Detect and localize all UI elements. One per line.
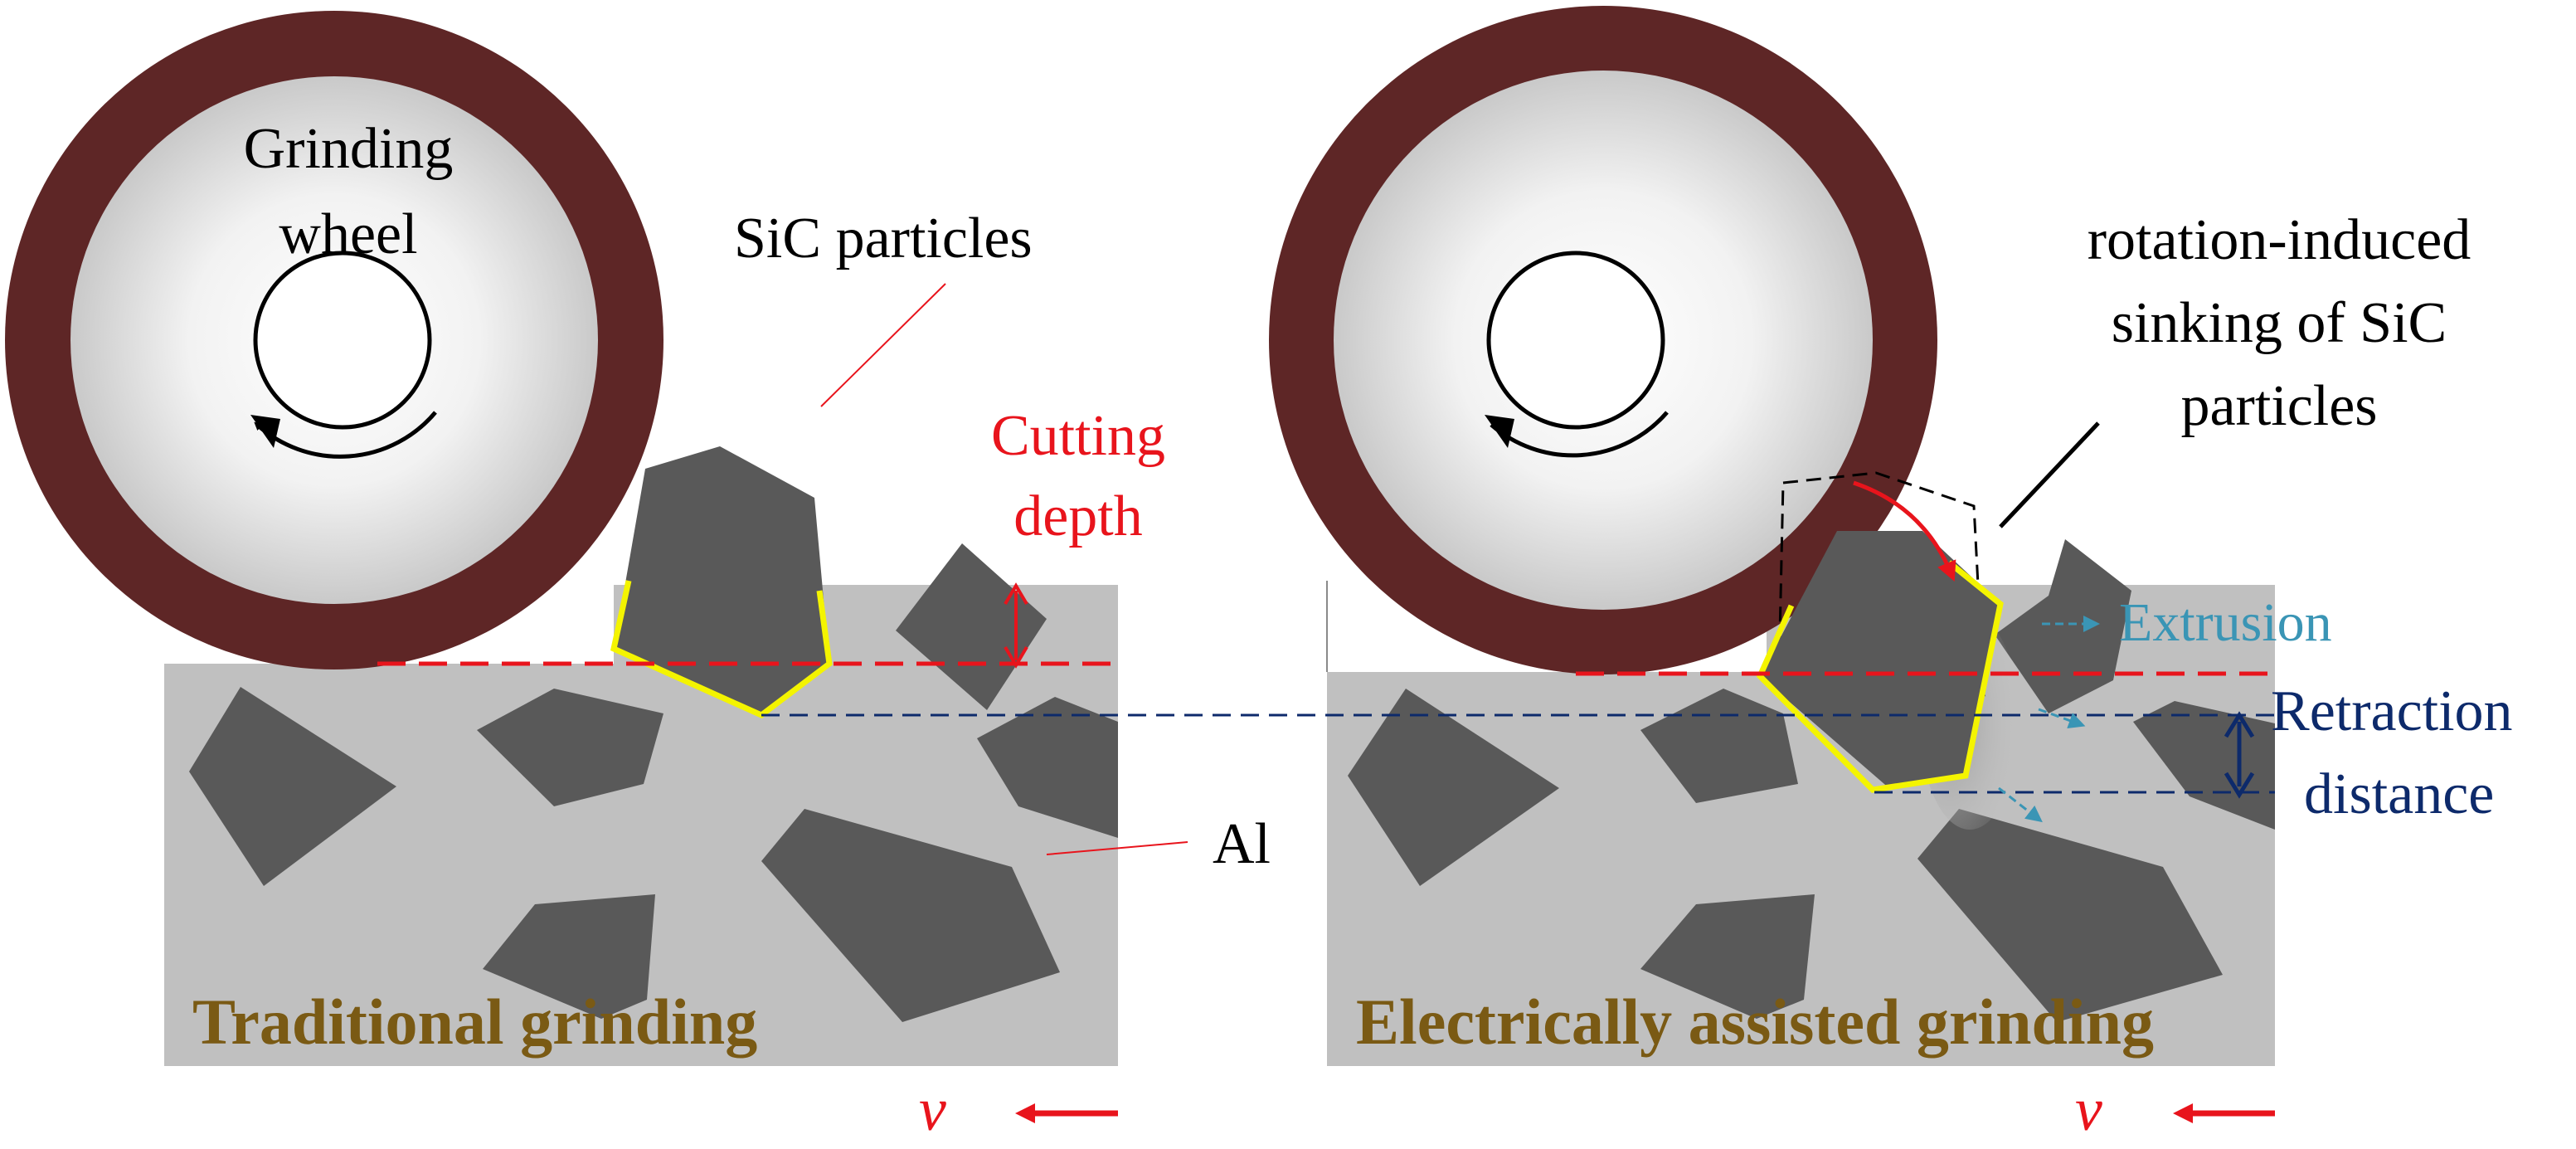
extrusion-arrow <box>2038 708 2086 729</box>
retraction-arrowhead-top <box>2224 711 2255 738</box>
sic-particle <box>1640 894 1815 1019</box>
rotation-arrowhead-right <box>1485 415 1514 448</box>
sinking-label-line2: sinking of SiC <box>2112 291 2447 355</box>
left-sic-particles <box>189 543 1118 1022</box>
right-wheel-hub <box>1486 251 1665 430</box>
sic-particle <box>1348 689 1559 886</box>
sic-particle <box>1995 539 2131 713</box>
left-cut-sic-particle <box>614 446 829 715</box>
retraction-label-line1: Retraction <box>2271 679 2513 743</box>
sinking-leader-line <box>1999 421 2100 528</box>
cutting-depth-label-line2: depth <box>1013 484 1143 548</box>
sic-particle <box>1917 809 2223 1022</box>
sic-particle <box>483 894 655 1019</box>
right-panel-title: Electrically assisted grinding <box>1356 986 2154 1058</box>
rotation-arrowhead-left <box>250 415 280 448</box>
retraction-label-line2: distance <box>2304 762 2494 826</box>
sinking-rotation-arrow <box>1853 480 1956 582</box>
left-velocity-symbol: v <box>919 1076 946 1144</box>
retraction-arrowhead-bottom <box>2224 772 2255 799</box>
counterclockwise-arrow-icon <box>254 411 437 459</box>
left-panel-title: Traditional grinding <box>192 986 757 1058</box>
left-panel: Grinding wheel SiC particles Cutting dep… <box>5 11 1271 1144</box>
extrusion-arrow <box>1998 786 2043 823</box>
right-particle-contact-outline <box>1756 560 2004 793</box>
sic-particle <box>761 809 1060 1022</box>
sunk-sic-particle <box>1760 531 2000 790</box>
cutting-depth-arrowhead-top <box>1004 582 1028 606</box>
sic-leader-line <box>820 283 946 407</box>
left-grinding-wheel <box>5 11 663 669</box>
sic-particles-label: SiC particles <box>734 207 1033 270</box>
cutting-depth-arrowhead-bottom <box>1004 645 1028 669</box>
right-velocity-symbol: v <box>2075 1076 2102 1144</box>
sic-particle <box>189 687 396 886</box>
counterclockwise-arrow-icon <box>1490 411 1669 458</box>
grinding-wheel-label-line2: wheel <box>279 202 417 266</box>
al-label: Al <box>1213 812 1271 876</box>
sic-particle <box>477 689 663 806</box>
right-grinding-wheel <box>1269 6 1937 674</box>
sic-particle <box>896 543 1047 710</box>
sinking-label-line3: particles <box>2180 374 2377 438</box>
sic-particle <box>977 697 1118 838</box>
grinding-wheel-label-line1: Grinding <box>244 117 454 181</box>
left-wheel-hub <box>253 251 432 430</box>
extrusion-label: Extrusion <box>2119 592 2332 653</box>
cutting-depth-label-line1: Cutting <box>991 404 1165 468</box>
al-leader-line <box>1046 841 1188 855</box>
sic-particle <box>1640 689 1798 803</box>
right-panel: rotation-induced sinking of SiC particle… <box>761 6 2513 1144</box>
sinking-label-line1: rotation-induced <box>2088 208 2472 272</box>
